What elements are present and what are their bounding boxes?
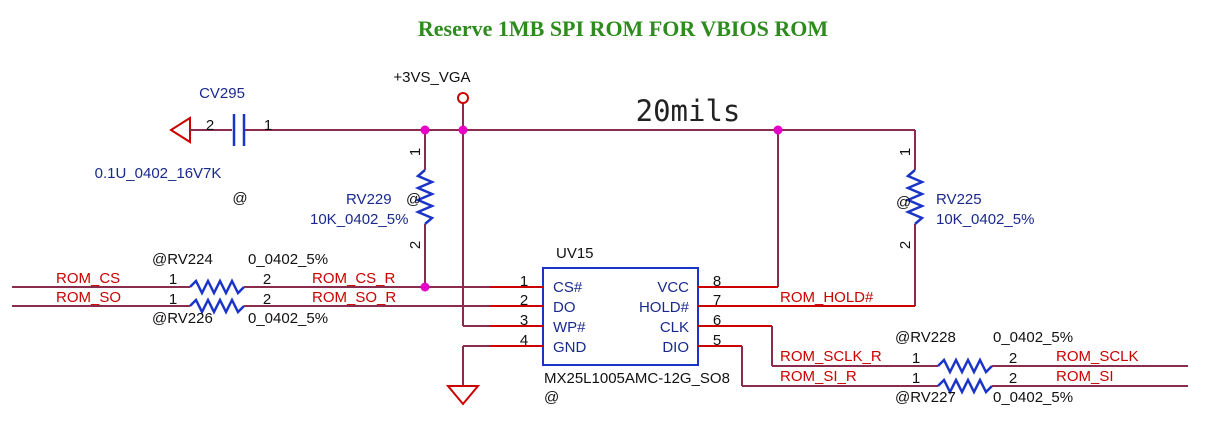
ground-symbol-icon	[169, 116, 191, 144]
junction-dot	[420, 282, 430, 292]
rv229-at: @	[406, 191, 421, 208]
net-rom-so: ROM_SO	[56, 289, 121, 306]
junction-dot	[420, 125, 430, 135]
cv295-ref: CV295	[199, 85, 245, 102]
cv295-at: @	[232, 190, 247, 207]
chip-ground	[445, 345, 490, 406]
rv225-value: 10K_0402_5%	[936, 211, 1034, 228]
chip-pin-vcc-name: VCC	[657, 279, 689, 296]
chip-pin-dio-name: DIO	[662, 339, 689, 356]
chip-pin-wp-name: WP#	[553, 319, 586, 336]
rv225-ref: RV225	[936, 191, 982, 208]
ground-symbol-icon	[445, 385, 481, 406]
rv226-pin-2: 2	[263, 291, 271, 308]
resistor-rv225: 1 2 @ RV225 10K_0402_5%	[896, 130, 1034, 306]
chip-pin-4-num: 4	[520, 332, 528, 349]
rv224-ref: @RV224	[152, 251, 213, 268]
chip-pin-3-num: 3	[520, 312, 528, 329]
net-rom-cs-r: ROM_CS_R	[312, 270, 396, 287]
rv226-ref: @RV226	[152, 310, 213, 327]
cv295-pin-1: 1	[264, 117, 272, 134]
chip-pin-8-num: 8	[713, 273, 721, 290]
rv226-value: 0_0402_5%	[248, 310, 328, 327]
rv227-pin-2: 2	[1009, 370, 1017, 387]
junction-dot	[773, 125, 783, 135]
net-rom-si: ROM_SI	[1056, 368, 1114, 385]
resistor-rv228: 1 2 @RV228 0_0402_5%	[771, 326, 1188, 375]
rv224-value: 0_0402_5%	[248, 251, 328, 268]
schematic-title: Reserve 1MB SPI ROM FOR VBIOS ROM	[418, 16, 828, 41]
rv224-pin-2: 2	[263, 271, 271, 288]
chip-pin-7-num: 7	[713, 292, 721, 309]
resistor-rv224: 1 2 @RV224 0_0402_5%	[12, 251, 490, 296]
chip-pin-do-name: DO	[553, 299, 576, 316]
cv295-value: 0.1U_0402_16V7K	[95, 165, 222, 182]
net-rom-sclk: ROM_SCLK	[1056, 348, 1139, 365]
chip-pin-6-num: 6	[713, 312, 721, 329]
rv227-pin-1: 1	[912, 370, 920, 387]
rv224-pin-1: 1	[169, 271, 177, 288]
resistor-rv229: 1 2 RV229 @ 10K_0402_5%	[310, 130, 436, 287]
rv228-pin-1: 1	[912, 350, 920, 367]
rv228-pin-2: 2	[1009, 350, 1017, 367]
rv225-pin-2: 2	[897, 241, 914, 249]
chip-ref: UV15	[556, 245, 594, 262]
net-rom-so-r: ROM_SO_R	[312, 289, 396, 306]
rv227-ref: @RV227	[895, 389, 956, 406]
net-rom-hold: ROM_HOLD#	[780, 289, 874, 306]
power-port-icon	[457, 92, 469, 104]
cv295-pin-2: 2	[206, 117, 214, 134]
trace-width-note: 20mils	[636, 94, 741, 128]
chip-body	[542, 267, 699, 366]
chip-pin-2-num: 2	[520, 292, 528, 309]
rv229-pin-1: 1	[407, 148, 424, 156]
rv229-ref: RV229	[346, 191, 392, 208]
net-rom-cs: ROM_CS	[56, 270, 120, 287]
chip-pin-5-num: 5	[713, 332, 721, 349]
rv225-pin-1: 1	[897, 148, 914, 156]
chip-part-number: MX25L1005AMC-12G_SO8	[544, 370, 730, 387]
net-rom-sclk-r: ROM_SCLK_R	[780, 348, 882, 365]
chip-pin-cs-name: CS#	[553, 279, 583, 296]
resistor-rv227: 1 2 @RV227 0_0402_5%	[741, 346, 1188, 406]
chip-uv15: UV15 1 2 3 4 CS# DO WP# GND 8 7 6 5 VCC …	[490, 245, 915, 406]
rv229-pin-2: 2	[407, 241, 424, 249]
junction-dot	[458, 125, 468, 135]
resistor-rv226: 1 2 @RV226 0_0402_5%	[12, 291, 490, 327]
power-label: +3VS_VGA	[393, 69, 470, 86]
chip-pin-gnd-name: GND	[553, 339, 587, 356]
chip-at: @	[544, 389, 559, 406]
net-rom-si-r: ROM_SI_R	[780, 368, 857, 385]
rv229-value: 10K_0402_5%	[310, 211, 408, 228]
chip-pin-clk-name: CLK	[660, 319, 689, 336]
rv228-value: 0_0402_5%	[993, 329, 1073, 346]
rv228-ref: @RV228	[895, 329, 956, 346]
chip-pin-hold-name: HOLD#	[639, 299, 690, 316]
capacitor-cv295: CV295 2 1 0.1U_0402_16V7K @	[95, 85, 273, 207]
rv225-at: @	[896, 194, 911, 211]
rv226-pin-1: 1	[169, 291, 177, 308]
rv227-value: 0_0402_5%	[993, 389, 1073, 406]
power-rail: +3VS_VGA 20mils	[245, 69, 915, 131]
chip-pin-1-num: 1	[520, 273, 528, 290]
